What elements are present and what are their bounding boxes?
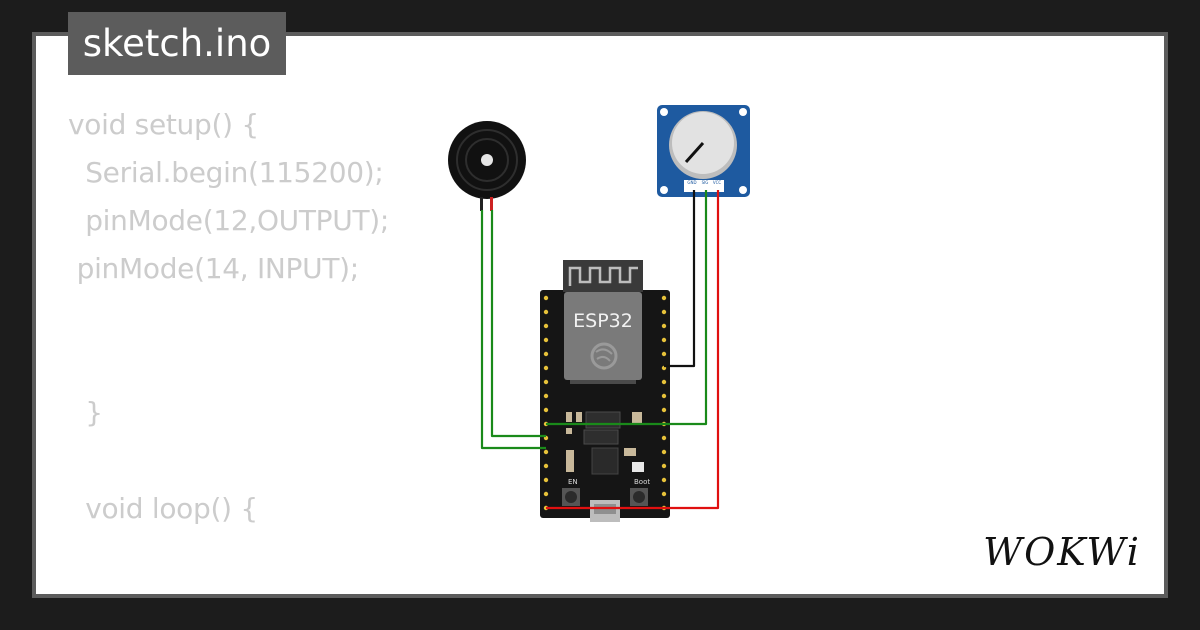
code-line: void loop() { (68, 492, 258, 525)
wokwi-logo-text: WOKWi (983, 530, 1141, 574)
wire-pot-vcc[interactable] (546, 190, 720, 510)
wire-pot-signal[interactable] (546, 190, 708, 426)
en-button-label: EN (568, 478, 578, 486)
potentiometer[interactable]: GND SIG VCC (657, 105, 750, 197)
wire-buzzer-signal[interactable] (490, 210, 546, 438)
buzzer[interactable] (448, 121, 526, 211)
wokwi-logo[interactable]: WOKWi (976, 527, 1148, 575)
file-tab[interactable]: sketch.ino (68, 12, 286, 75)
pot-pin-vcc: VCC (713, 180, 722, 185)
code-line: pinMode(14, INPUT); (68, 252, 360, 285)
wire-pot-ground[interactable] (664, 190, 696, 368)
boot-button-label: Boot (634, 478, 650, 486)
code-line: } (68, 396, 103, 429)
pot-pin-gnd: GND (687, 180, 696, 185)
esp32-board[interactable]: ESP32 EN Boot (540, 260, 670, 522)
code-line: pinMode(12,OUTPUT); (68, 204, 390, 237)
esp32-label: ESP32 (573, 310, 633, 332)
wire-buzzer-ground[interactable] (480, 210, 546, 450)
espressif-logo-icon (590, 342, 618, 370)
pot-pin-sig: SIG (702, 180, 709, 185)
code-line: Serial.begin(115200); (68, 156, 384, 189)
code-line: void setup() { (68, 108, 259, 141)
